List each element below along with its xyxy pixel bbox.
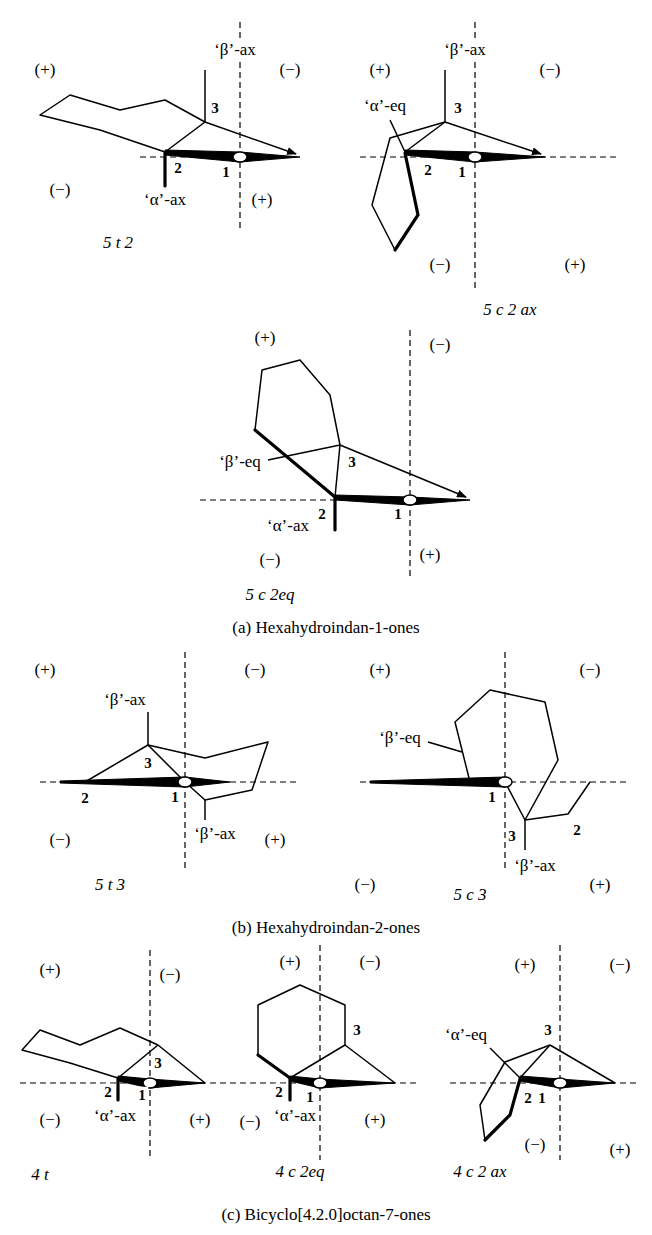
- octant-sign: (+): [278, 953, 303, 972]
- compound-label: 5 c 3: [451, 886, 488, 905]
- atom-number: 2: [102, 1084, 114, 1101]
- position-label: ‘α’-ax: [265, 517, 311, 536]
- octant-sign: (−): [358, 953, 383, 972]
- position-label: ‘α’-ax: [272, 1107, 318, 1126]
- position-label: ‘β’-ax: [212, 41, 258, 60]
- position-label: ‘α’-eq: [362, 97, 408, 116]
- octant-sign: (−): [353, 876, 378, 895]
- atom-number: 1: [304, 1089, 316, 1106]
- atom-number: 3: [346, 454, 358, 471]
- molecule-5t2: [40, 22, 300, 232]
- octant-sign: (−): [523, 1136, 548, 1155]
- molecule-5c2ax: [360, 22, 620, 290]
- position-label: ‘α’-ax: [142, 191, 188, 210]
- position-label: ‘β’-ax: [192, 825, 238, 844]
- atom-number: 1: [536, 1090, 548, 1107]
- atom-number: 1: [456, 164, 468, 181]
- atom-number: 2: [571, 822, 583, 839]
- octant-sign: (−): [428, 336, 453, 355]
- octant-sign: (+): [588, 876, 613, 895]
- molecule-5t3: [40, 652, 300, 870]
- octant-sign: (−): [278, 61, 303, 80]
- molecule-4c2eq: [240, 945, 420, 1160]
- octant-sign: (−): [258, 551, 283, 570]
- molecule-5c2eq: [200, 330, 470, 580]
- octant-sign: (+): [188, 1111, 213, 1130]
- atom-number: 2: [79, 790, 91, 807]
- atom-number: 1: [136, 1087, 148, 1104]
- octant-sign: (+): [363, 1111, 388, 1130]
- octant-sign: (−): [48, 831, 73, 850]
- octant-sign: (−): [243, 661, 268, 680]
- octant-sign: (−): [238, 1113, 263, 1132]
- atom-number: 2: [522, 1090, 534, 1107]
- octant-sign: (+): [253, 329, 278, 348]
- atom-number: 1: [392, 506, 404, 523]
- octant-sign: (+): [38, 961, 63, 980]
- position-label: ‘β’-ax: [512, 857, 558, 876]
- atom-number: 2: [273, 1084, 285, 1101]
- octant-sign: (+): [368, 61, 393, 80]
- octant-sign: (+): [368, 661, 393, 680]
- atom-number: 1: [220, 164, 232, 181]
- atom-number: 3: [542, 1022, 554, 1039]
- atom-number: 2: [316, 506, 328, 523]
- atom-number: 3: [152, 1055, 164, 1072]
- octant-sign: (−): [538, 61, 563, 80]
- compound-label: 5 t 2: [101, 234, 135, 253]
- position-label: ‘β’-ax: [102, 691, 148, 710]
- octant-sign: (+): [608, 1141, 633, 1160]
- octant-sign: (−): [48, 181, 73, 200]
- atom-number: 3: [452, 100, 464, 117]
- atom-number: 2: [422, 162, 434, 179]
- molecule-4t: [20, 950, 240, 1160]
- octant-sign: (+): [263, 831, 288, 850]
- compound-label: 4 t: [29, 1166, 50, 1185]
- atom-number: 3: [209, 100, 221, 117]
- atom-number: 3: [351, 1022, 363, 1039]
- atom-number: 1: [486, 789, 498, 806]
- figure-caption: (c) Bicyclo[4.2.0]octan-7-ones: [219, 1206, 432, 1225]
- compound-label: 5 c 2eq: [243, 586, 296, 605]
- position-label: ‘β’-eq: [377, 729, 423, 748]
- atom-number: 1: [169, 789, 181, 806]
- octant-sign: (−): [428, 256, 453, 275]
- position-label: ‘α’-ax: [92, 1107, 138, 1126]
- molecule-4c2ax: [450, 945, 640, 1160]
- position-label: ‘β’-eq: [217, 453, 263, 472]
- compound-label: 4 c 2eq: [273, 1163, 326, 1182]
- compound-label: 4 c 2 ax: [451, 1163, 508, 1182]
- octant-sign: (+): [250, 191, 275, 210]
- octant-sign: (+): [33, 661, 58, 680]
- molecule-5c3: [360, 652, 630, 870]
- octant-sign: (+): [513, 956, 538, 975]
- atom-number: 3: [142, 755, 154, 772]
- compound-label: 5 c 2 ax: [481, 301, 538, 320]
- compound-label: 5 t 3: [93, 876, 127, 895]
- atom-number: 2: [172, 160, 184, 177]
- atom-number: 3: [506, 828, 518, 845]
- octant-sign: (+): [33, 61, 58, 80]
- octant-sign: (−): [608, 956, 633, 975]
- octant-sign: (+): [418, 546, 443, 565]
- octant-sign: (−): [38, 1111, 63, 1130]
- figure-caption: (a) Hexahydroindan-1-ones: [230, 619, 421, 638]
- octant-sign: (−): [578, 661, 603, 680]
- position-label: ‘β’-ax: [442, 41, 488, 60]
- octant-sign: (+): [563, 256, 588, 275]
- octant-sign: (−): [158, 966, 183, 985]
- position-label: ‘α’-eq: [443, 1026, 489, 1045]
- figure-caption: (b) Hexahydroindan-2-ones: [230, 919, 422, 938]
